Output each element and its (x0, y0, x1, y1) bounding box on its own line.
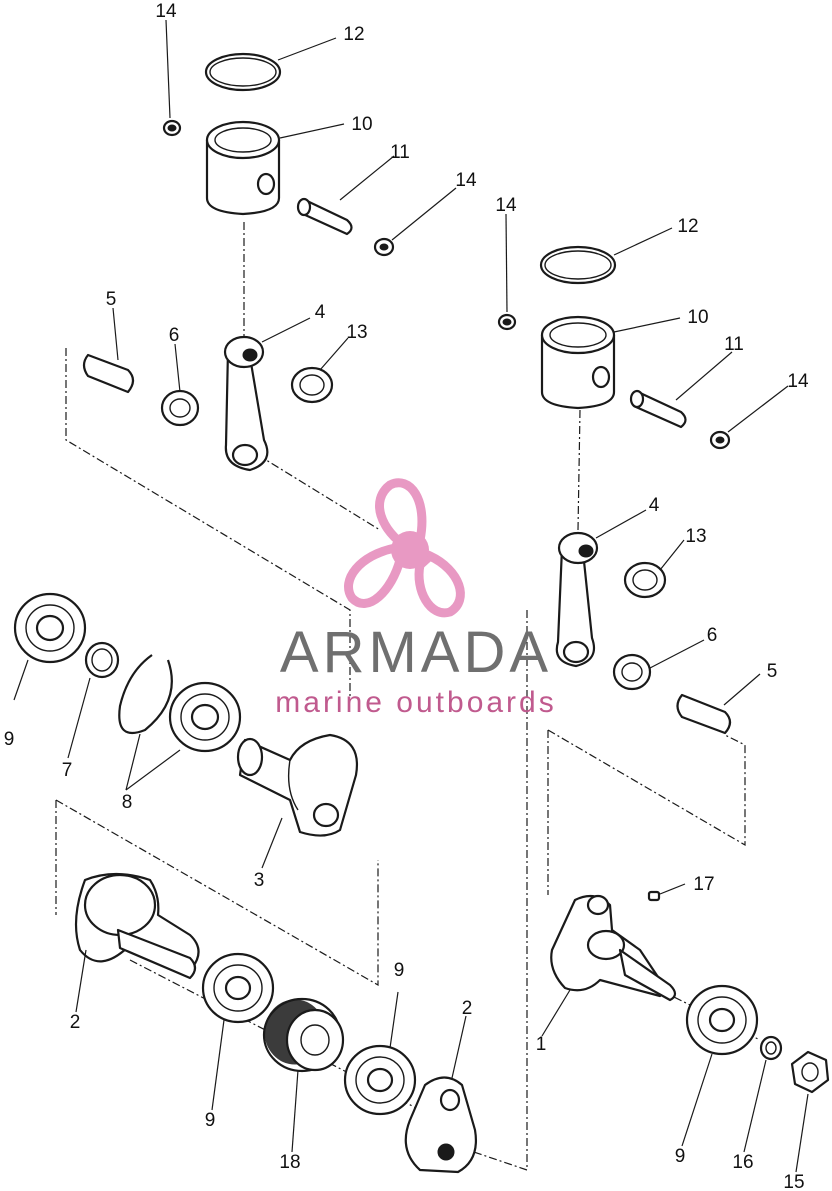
callout-5: 5 (767, 661, 778, 682)
ball-bearing-lower-left (201, 952, 275, 1024)
callout-1: 1 (536, 1034, 547, 1055)
callout-12: 12 (677, 216, 698, 237)
armada-logo: ARMADA marine outboards (275, 478, 556, 719)
callout-labels: 14 12 10 11 14 5 6 4 13 14 12 10 11 14 4… (4, 1, 809, 1191)
crank-half-2-left (74, 872, 200, 980)
crank-half-3 (236, 733, 359, 837)
brand-tagline: marine outboards (275, 686, 556, 719)
crankpin-right (676, 693, 732, 735)
callout-4: 4 (315, 302, 326, 323)
brand-name: ARMADA (280, 620, 552, 685)
needle-bearing-left (290, 366, 334, 404)
circlip-left-pin (373, 237, 395, 257)
piston-right (540, 315, 616, 410)
callout-2: 2 (462, 998, 473, 1019)
callout-14: 14 (495, 195, 517, 216)
callout-9: 9 (205, 1110, 216, 1131)
propeller-icon (344, 478, 465, 618)
callout-13: 13 (685, 526, 706, 547)
callout-10: 10 (687, 307, 708, 328)
callout-10: 10 (351, 114, 372, 135)
piston-left (205, 120, 281, 216)
callout-16: 16 (732, 1152, 753, 1173)
leader-lines (13, 19, 809, 1173)
crank-half-1 (550, 894, 677, 1002)
piston-pin-left (296, 197, 353, 236)
circlip-right-pin (709, 430, 731, 450)
callout-17: 17 (693, 874, 714, 895)
ball-bearing-lower-center (343, 1044, 417, 1116)
callout-13: 13 (346, 322, 367, 343)
callout-2: 2 (70, 1012, 81, 1033)
ball-bearing-upper-left (13, 592, 87, 664)
ball-bearing-lower-right (685, 984, 759, 1056)
seal-18 (262, 997, 345, 1073)
callout-11: 11 (724, 334, 744, 355)
key-17 (647, 890, 661, 902)
lock-washer-16 (759, 1035, 783, 1061)
callout-8: 8 (122, 792, 133, 813)
circlip-left-top (162, 119, 182, 137)
callout-9: 9 (4, 729, 15, 750)
callout-14: 14 (155, 1, 177, 22)
roller-bearing-right (612, 653, 652, 691)
crankpin-left (82, 353, 135, 394)
snap-ring-left (118, 654, 173, 735)
callout-6: 6 (707, 625, 718, 646)
callout-14: 14 (455, 170, 477, 191)
callout-12: 12 (343, 24, 364, 45)
circlip-right-top (497, 313, 517, 331)
nut-15 (790, 1050, 830, 1094)
callout-7: 7 (62, 760, 73, 781)
needle-bearing-right (623, 561, 667, 599)
conrod-left (223, 335, 269, 472)
callout-4: 4 (649, 495, 660, 516)
washer-left (84, 641, 120, 679)
crank-half-2-center (404, 1076, 477, 1174)
callout-6: 6 (169, 325, 180, 346)
callout-5: 5 (106, 289, 117, 310)
piston-ring-left (204, 52, 282, 92)
callout-9: 9 (394, 960, 405, 981)
callout-9: 9 (675, 1146, 686, 1167)
conrod-right (555, 531, 599, 668)
callout-18: 18 (279, 1152, 300, 1173)
roller-bearing-left (160, 389, 200, 427)
callout-14: 14 (787, 371, 809, 392)
callout-15: 15 (783, 1172, 804, 1191)
ball-bearing-center-left (168, 681, 242, 753)
callout-3: 3 (254, 870, 265, 891)
piston-pin-right (629, 389, 687, 429)
callout-11: 11 (390, 142, 410, 163)
piston-ring-right (539, 245, 617, 285)
